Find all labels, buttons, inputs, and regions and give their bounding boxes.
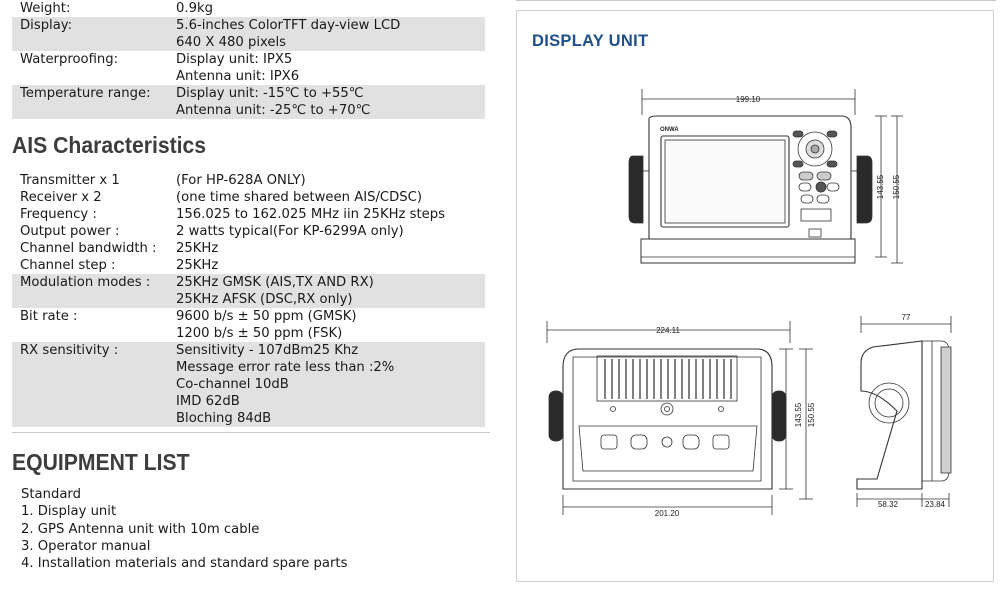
spec-value: 25KHz	[176, 240, 485, 257]
brand-logo: ONWA	[660, 127, 679, 133]
spec-row: Display: 5.6-inches ColorTFT day-view LCD…	[12, 17, 485, 51]
side-width-label: 77	[902, 313, 911, 322]
spec-row: Output power : 2 watts typical(For KP-629…	[12, 223, 485, 240]
spec-label: Waterproofing:	[20, 52, 119, 67]
spec-value-line: IMD 62dB	[176, 394, 240, 409]
front-view-drawing: ONWA	[628, 89, 903, 264]
spec-value-line: Message error rate less than :2%	[176, 360, 395, 375]
side-bottom1-label: 58.32	[878, 500, 899, 509]
spec-label: Receiver x 2	[20, 190, 102, 205]
spec-value-line: Co-channel 10dB	[176, 377, 289, 392]
equipment-item: 2. GPS Antenna unit with 10m cable	[21, 521, 260, 537]
spec-value-line: Display unit: -15℃ to +55℃	[176, 86, 364, 101]
spec-value-line: 0.9kg	[176, 1, 213, 16]
dimension-labels: 199.10 143.55 150.55 224.11 143.55 150.5…	[655, 95, 946, 518]
dimension-drawing: ONWA	[546, 89, 952, 518]
spec-label: Bit rate :	[20, 309, 78, 324]
spec-row: Receiver x 2 (one time shared between AIS…	[12, 189, 485, 206]
spec-value-line: 25KHz GMSK (AIS,TX AND RX)	[176, 275, 374, 290]
spec-value-line: 5.6-inches ColorTFT day-view LCD	[176, 18, 401, 33]
spec-row: Frequency : 156.025 to 162.025 MHz iin 25…	[12, 206, 485, 223]
rear-view-drawing	[546, 321, 813, 515]
spec-row: Channel bandwidth : 25KHz	[12, 240, 485, 257]
spec-value: (For HP-628A ONLY)	[176, 172, 485, 189]
spec-value: 25KHz GMSK (AIS,TX AND RX) 25KHz AFSK (DS…	[176, 274, 485, 308]
spec-value-line: Display unit: IPX5	[176, 52, 293, 67]
equipment-item: 3. Operator manual	[21, 538, 151, 554]
spec-label: RX sensitivity :	[20, 343, 119, 358]
section-divider	[12, 432, 490, 433]
spec-label: Transmitter x 1	[20, 173, 120, 188]
equipment-heading: EQUIPMENT LIST	[12, 449, 190, 475]
spec-row: Channel step : 25KHz	[12, 257, 485, 274]
spec-label: Display:	[20, 18, 73, 33]
side-bottom2-label: 23.84	[925, 500, 946, 509]
ais-spec-table: Transmitter x 1(For HP-628A ONLY)Receive…	[12, 172, 485, 427]
spec-value: 5.6-inches ColorTFT day-view LCD 640 X 48…	[176, 17, 485, 51]
spec-row: Transmitter x 1 (For HP-628A ONLY)	[12, 172, 485, 189]
spec-value-line: 25KHz	[176, 241, 219, 256]
spec-value-line: Antenna unit: -25℃ to +70℃	[176, 103, 371, 118]
spec-value-line: (For HP-628A ONLY)	[176, 173, 306, 188]
spec-value: Display unit: -15℃ to +55℃ Antenna unit: …	[176, 85, 485, 119]
spec-row: Bit rate : 9600 b/s ± 50 ppm (GMSK) 1200 b…	[12, 308, 485, 342]
spec-label: Weight:	[20, 1, 71, 16]
spec-value-line: 25KHz AFSK (DSC,RX only)	[176, 292, 353, 307]
equipment-item: 1. Display unit	[21, 504, 117, 520]
spec-label: Temperature range:	[20, 86, 151, 101]
spec-label: Output power :	[20, 224, 120, 239]
side-view-drawing	[856, 316, 952, 507]
spec-value-line: Bloching 84dB	[176, 411, 272, 426]
equipment-category: Standard	[21, 487, 81, 502]
spec-row: Weight: 0.9kg	[12, 0, 485, 17]
spec-row: RX sensitivity : Sensitivity - 107dBm25 K…	[12, 342, 485, 427]
spec-value: 156.025 to 162.025 MHz iin 25KHz steps	[176, 206, 485, 223]
spec-value-line: 25KHz	[176, 258, 219, 273]
rear-height2-label: 150.55	[807, 402, 816, 427]
spec-label: Channel bandwidth :	[20, 241, 157, 256]
spec-label: Frequency :	[20, 207, 97, 222]
spec-value: 2 watts typical(For KP-6299A only)	[176, 223, 485, 240]
spec-value-line: (one time shared between AIS/CDSC)	[176, 190, 423, 205]
ais-heading: AIS Characteristics	[12, 132, 207, 158]
equipment-item: 4. Installation materials and standard s…	[21, 556, 348, 572]
spec-value-line: Antenna unit: IPX6	[176, 69, 300, 84]
spec-value: (one time shared between AIS/CDSC)	[176, 189, 485, 206]
front-height2-label: 150.55	[892, 174, 901, 199]
spec-label: Channel step :	[20, 258, 116, 273]
display-unit-panel: DISPLAY UNIT ONWA	[516, 10, 994, 582]
spec-value-line: 9600 b/s ± 50 ppm (GMSK)	[176, 309, 357, 324]
spec-label: Modulation modes :	[20, 275, 151, 290]
rear-width-top-label: 224.11	[656, 326, 680, 335]
front-height1-label: 143.55	[876, 174, 885, 199]
panel-top-rule	[516, 0, 996, 1]
spec-row: Modulation modes : 25KHz GMSK (AIS,TX AND…	[12, 274, 485, 308]
spec-value: 25KHz	[176, 257, 485, 274]
spec-value: 9600 b/s ± 50 ppm (GMSK) 1200 b/s ± 50 pp…	[176, 308, 485, 342]
spec-value-line: 156.025 to 162.025 MHz iin 25KHz steps	[176, 207, 446, 222]
spec-value-line: Sensitivity - 107dBm25 Khz	[176, 343, 359, 358]
spec-value: 0.9kg	[176, 0, 485, 17]
spec-value-line: 1200 b/s ± 50 ppm (FSK)	[176, 326, 343, 341]
spec-value-line: 2 watts typical(For KP-6299A only)	[176, 224, 404, 239]
display-unit-title: DISPLAY UNIT	[532, 32, 649, 50]
spec-value-line: 640 X 480 pixels	[176, 35, 287, 50]
spec-row: Temperature range: Display unit: -15℃ to …	[12, 85, 485, 119]
front-width-label: 199.10	[736, 95, 761, 104]
rear-height1-label: 143.55	[794, 402, 803, 427]
rear-width-bottom-label: 201.20	[655, 509, 680, 518]
